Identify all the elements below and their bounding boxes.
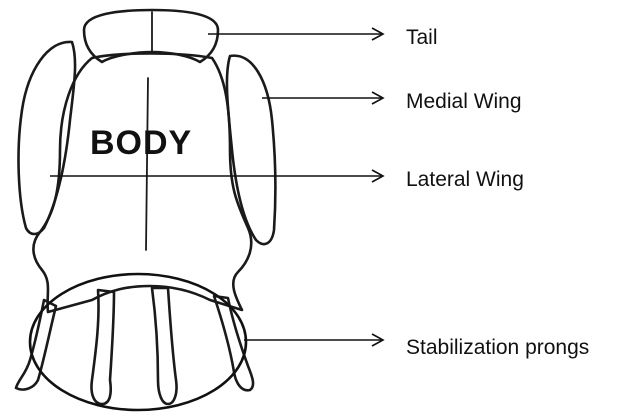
right-wing bbox=[227, 56, 275, 244]
prong-2 bbox=[91, 290, 114, 404]
prongs-highlight-ellipse bbox=[30, 274, 246, 410]
label-stabilization-prongs: Stabilization prongs bbox=[406, 336, 589, 359]
label-tail: Tail bbox=[406, 26, 438, 49]
label-lateral-wing: Lateral Wing bbox=[406, 168, 524, 191]
prong-3 bbox=[152, 288, 177, 404]
body-label: BODY bbox=[90, 124, 192, 162]
label-medial-wing: Medial Wing bbox=[406, 90, 522, 113]
prong-1 bbox=[16, 300, 56, 390]
body-midline bbox=[146, 78, 148, 250]
left-wing bbox=[19, 42, 76, 234]
